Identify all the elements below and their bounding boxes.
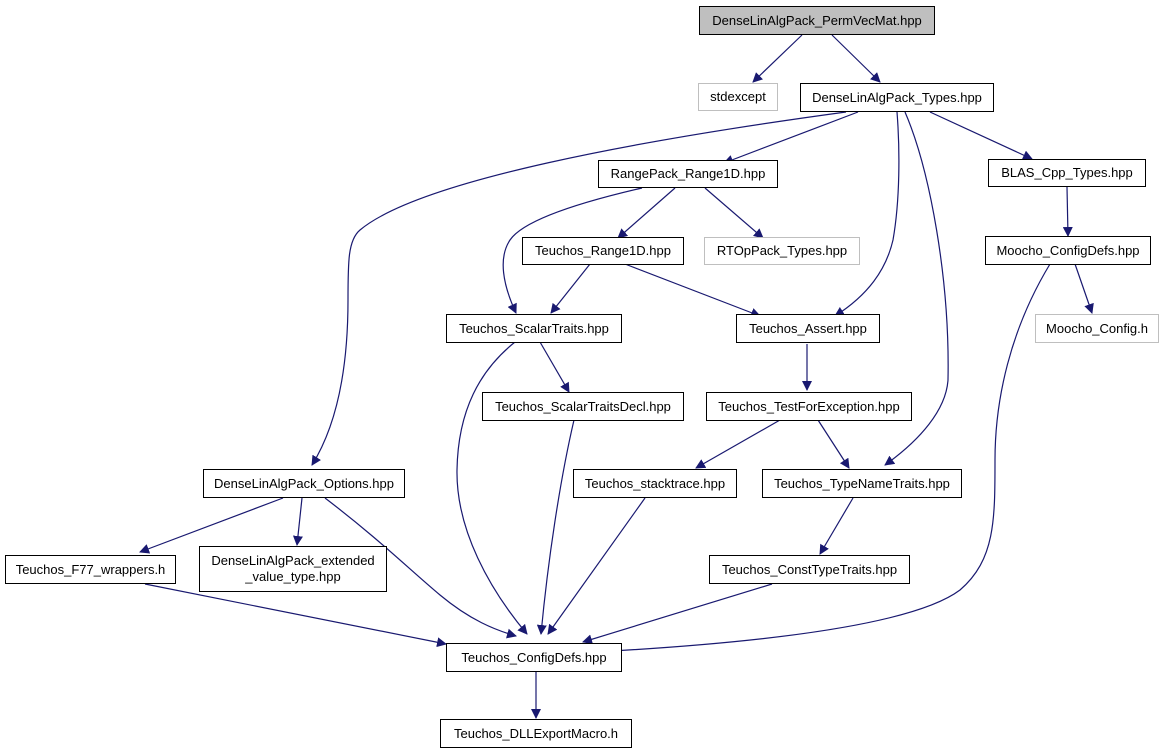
edge-range1d-teuchosrange1d: [617, 187, 676, 239]
edge-teuchosrange1d-scalartraits: [550, 263, 591, 314]
edge-options-configdefs: [324, 497, 517, 639]
edge-options-f77: [139, 497, 284, 554]
edge-stacktrace-configdefs: [547, 497, 646, 635]
node-testforexception[interactable]: Teuchos_TestForException.hpp: [706, 392, 912, 421]
node-stdexcept[interactable]: stdexcept: [698, 83, 778, 111]
edge-testforexception-stacktrace: [695, 419, 781, 469]
edge-moocho-configdefs: [611, 263, 1051, 656]
edge-scalartraitsdecl-configdefs: [536, 419, 575, 635]
edge-options-extended: [292, 497, 303, 546]
edge-types-options: [311, 111, 847, 466]
edge-f77-configdefs: [144, 583, 447, 648]
edge-blas-moocho: [1062, 186, 1073, 237]
edge-moocho-config: [1074, 263, 1094, 314]
node-rtop-types[interactable]: RTOpPack_Types.hpp: [704, 237, 860, 265]
node-teuchos-range1d[interactable]: Teuchos_Range1D.hpp: [522, 237, 684, 265]
node-types[interactable]: DenseLinAlgPack_Types.hpp: [800, 83, 994, 112]
edge-permvecmat-stdexcept: [752, 34, 803, 83]
edge-scalartraits-scalartraitsdecl: [539, 341, 570, 393]
edge-typenametraits-consttypetraits: [819, 497, 854, 555]
node-moocho-configdefs[interactable]: Moocho_ConfigDefs.hpp: [985, 236, 1151, 265]
node-consttypetraits[interactable]: Teuchos_ConstTypeTraits.hpp: [709, 555, 910, 584]
edge-permvecmat-types: [831, 34, 881, 83]
node-configdefs[interactable]: Teuchos_ConfigDefs.hpp: [446, 643, 622, 672]
edge-testforexception-typenametraits: [817, 419, 850, 469]
node-permvecmat[interactable]: DenseLinAlgPack_PermVecMat.hpp: [699, 6, 935, 35]
node-stacktrace[interactable]: Teuchos_stacktrace.hpp: [573, 469, 737, 498]
node-blas-types[interactable]: BLAS_Cpp_Types.hpp: [988, 159, 1146, 187]
node-typenametraits[interactable]: Teuchos_TypeNameTraits.hpp: [762, 469, 962, 498]
edge-types-typenametraits: [884, 111, 949, 466]
edge-range1d-rtop: [704, 187, 764, 239]
node-dllexport[interactable]: Teuchos_DLLExportMacro.h: [440, 719, 632, 748]
edge-types-range1d: [723, 111, 859, 165]
edge-range1d-scalartraits: [502, 187, 643, 314]
node-assert[interactable]: Teuchos_Assert.hpp: [736, 314, 880, 343]
edge-teuchosrange1d-assert: [624, 263, 761, 318]
edge-scalartraits-configdefs: [456, 341, 528, 635]
node-range1d[interactable]: RangePack_Range1D.hpp: [598, 160, 778, 188]
edge-consttypetraits-configdefs: [582, 583, 773, 645]
node-extended-value-type[interactable]: DenseLinAlgPack_extended _value_type.hpp: [199, 546, 387, 592]
edge-types-blas: [929, 111, 1033, 160]
edge-types-assert: [834, 111, 900, 317]
node-scalartraitsdecl[interactable]: Teuchos_ScalarTraitsDecl.hpp: [482, 392, 684, 421]
node-f77-wrappers[interactable]: Teuchos_F77_wrappers.h: [5, 555, 176, 584]
node-scalartraits[interactable]: Teuchos_ScalarTraits.hpp: [446, 314, 622, 343]
node-moocho-config[interactable]: Moocho_Config.h: [1035, 314, 1159, 343]
node-options[interactable]: DenseLinAlgPack_Options.hpp: [203, 469, 405, 498]
